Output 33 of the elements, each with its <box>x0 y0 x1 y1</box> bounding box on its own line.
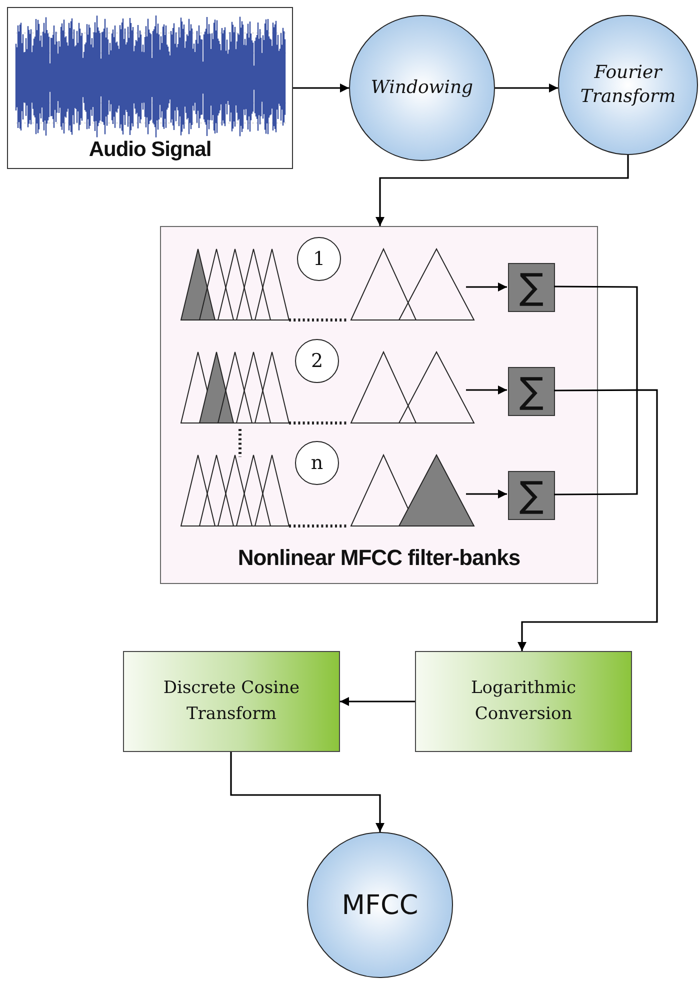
process-box <box>123 651 340 752</box>
arrow <box>293 84 349 92</box>
process-box <box>415 651 632 752</box>
node-label: MFCC <box>342 890 418 920</box>
node-label: n <box>310 452 324 474</box>
connector-line <box>554 286 638 496</box>
arrow <box>466 282 507 292</box>
node-label: 1 <box>312 248 326 270</box>
signal-box <box>7 7 293 169</box>
arrow <box>466 490 507 498</box>
arrow <box>518 389 658 651</box>
filter-bank-panel <box>160 226 598 584</box>
node-label: ∑ <box>519 374 544 410</box>
number-circle <box>295 441 339 485</box>
number-circle <box>297 237 341 281</box>
arrow <box>376 155 629 226</box>
sum-box <box>508 263 555 312</box>
node-label: ∑ <box>519 270 544 306</box>
sum-box <box>508 367 555 416</box>
node-label: 2 <box>310 350 324 372</box>
node-label: Logarithmic Conversion <box>470 677 577 726</box>
node-label: Windowing <box>370 76 474 100</box>
node-label: Nonlinear MFCC filter-banks <box>238 545 520 571</box>
node-label: Audio Signal <box>88 138 212 162</box>
sum-box <box>508 471 555 520</box>
node-label: Discrete Cosine Transform <box>162 677 301 726</box>
arrow <box>340 697 415 706</box>
arrow <box>466 386 507 394</box>
arrow <box>495 84 558 92</box>
arrow <box>230 752 384 832</box>
node-label: Fourier Transform <box>579 60 677 109</box>
number-circle <box>295 339 339 383</box>
node-label: ∑ <box>519 478 544 514</box>
